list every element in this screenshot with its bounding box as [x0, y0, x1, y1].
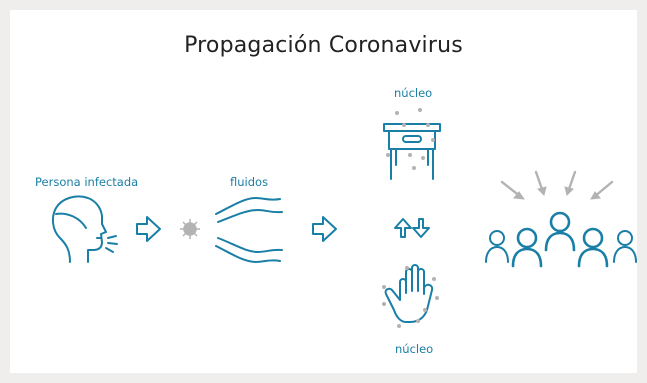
down-arrow-icon — [412, 218, 430, 238]
table-icon — [383, 123, 441, 180]
group-people-icon — [485, 211, 637, 268]
arrow-right-icon — [136, 216, 161, 242]
particle-dots — [382, 108, 439, 328]
up-arrow-icon — [394, 218, 412, 238]
diagram-panel — [10, 10, 637, 373]
person-coughing-icon — [51, 195, 118, 263]
incoming-arrows-icon — [500, 170, 614, 200]
virus-icon — [180, 219, 200, 239]
hand-icon — [384, 264, 434, 323]
diagram-title: Propagación Coronavirus — [184, 33, 463, 58]
label-nucleus-bottom: núcleo — [395, 342, 434, 356]
label-nucleus-top: núcleo — [394, 86, 433, 100]
arrow-right-icon — [312, 216, 337, 242]
label-fluids: fluidos — [230, 175, 269, 189]
air-flow-icon — [215, 197, 283, 263]
label-infected-person: Persona infectada — [35, 175, 139, 189]
